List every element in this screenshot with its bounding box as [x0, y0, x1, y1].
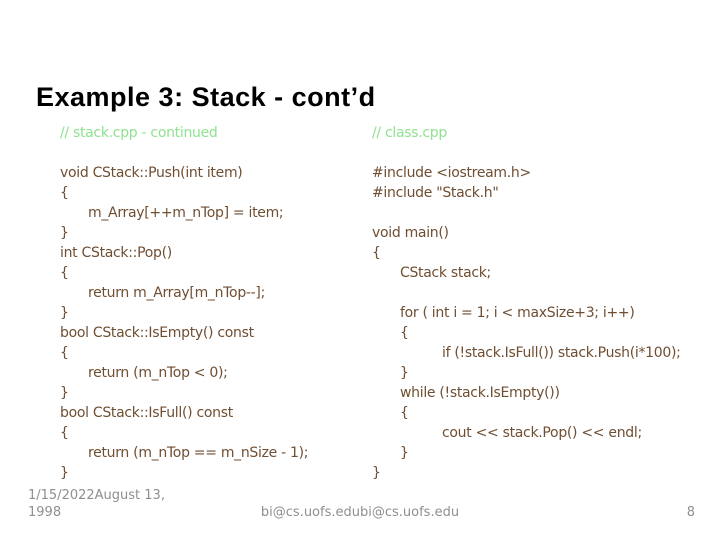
code-line: } [60, 465, 69, 481]
code-line: #include <iostream.h> [372, 165, 531, 181]
code-line: return (m_nTop == m_nSize - 1); [88, 445, 309, 461]
footer-page-number: 8 [686, 505, 695, 520]
footer-date: 1/15/2022August 13, 1998 [28, 487, 165, 521]
footer-date-line1: 1/15/2022August 13, [28, 488, 165, 503]
code-line: for ( int i = 1; i < maxSize+3; i++) [400, 305, 635, 321]
code-line: { [60, 185, 69, 201]
code-line: { [60, 345, 69, 361]
code-line: } [60, 305, 69, 321]
code-line: void main() [372, 225, 449, 241]
code-line: bool CStack::IsEmpty() const [60, 325, 254, 341]
code-line: { [372, 245, 381, 261]
code-line: return (m_nTop < 0); [88, 365, 228, 381]
footer-date-line2: 1998 [28, 505, 62, 520]
footer-email: bi@cs.uofs.edubi@cs.uofs.edu [260, 505, 460, 520]
slide-title: Example 3: Stack - cont’d [36, 82, 376, 112]
code-line: int CStack::Pop() [60, 245, 172, 261]
code-line: { [400, 405, 409, 421]
code-line: } [372, 465, 381, 481]
code-line: } [60, 385, 69, 401]
code-line: #include "Stack.h" [372, 185, 499, 201]
code-line: { [400, 325, 409, 341]
code-line: while (!stack.IsEmpty()) [400, 385, 560, 401]
code-line: { [60, 425, 69, 441]
code-comment-line: // stack.cpp - continued [60, 125, 218, 141]
code-line: return m_Array[m_nTop--]; [88, 285, 265, 301]
code-line: m_Array[++m_nTop] = item; [88, 205, 284, 221]
code-line: } [400, 365, 409, 381]
code-line [372, 143, 681, 163]
code-comment-line: // class.cpp [372, 125, 447, 141]
code-line: } [400, 445, 409, 461]
code-column-class-cpp: // class.cpp #include <iostream.h> #inclu… [372, 123, 681, 483]
code-line [60, 143, 308, 163]
code-line: cout << stack.Pop() << endl; [442, 425, 642, 441]
code-line: if (!stack.IsFull()) stack.Push(i*100); [442, 345, 681, 361]
code-line [372, 203, 681, 223]
code-line: CStack stack; [400, 265, 491, 281]
code-line: { [60, 265, 69, 281]
code-line: void CStack::Push(int item) [60, 165, 243, 181]
code-column-stack-cpp: // stack.cpp - continued void CStack::Pu… [60, 123, 309, 483]
code-line: bool CStack::IsFull() const [60, 405, 233, 421]
code-line: } [60, 225, 69, 241]
code-line [372, 283, 681, 303]
